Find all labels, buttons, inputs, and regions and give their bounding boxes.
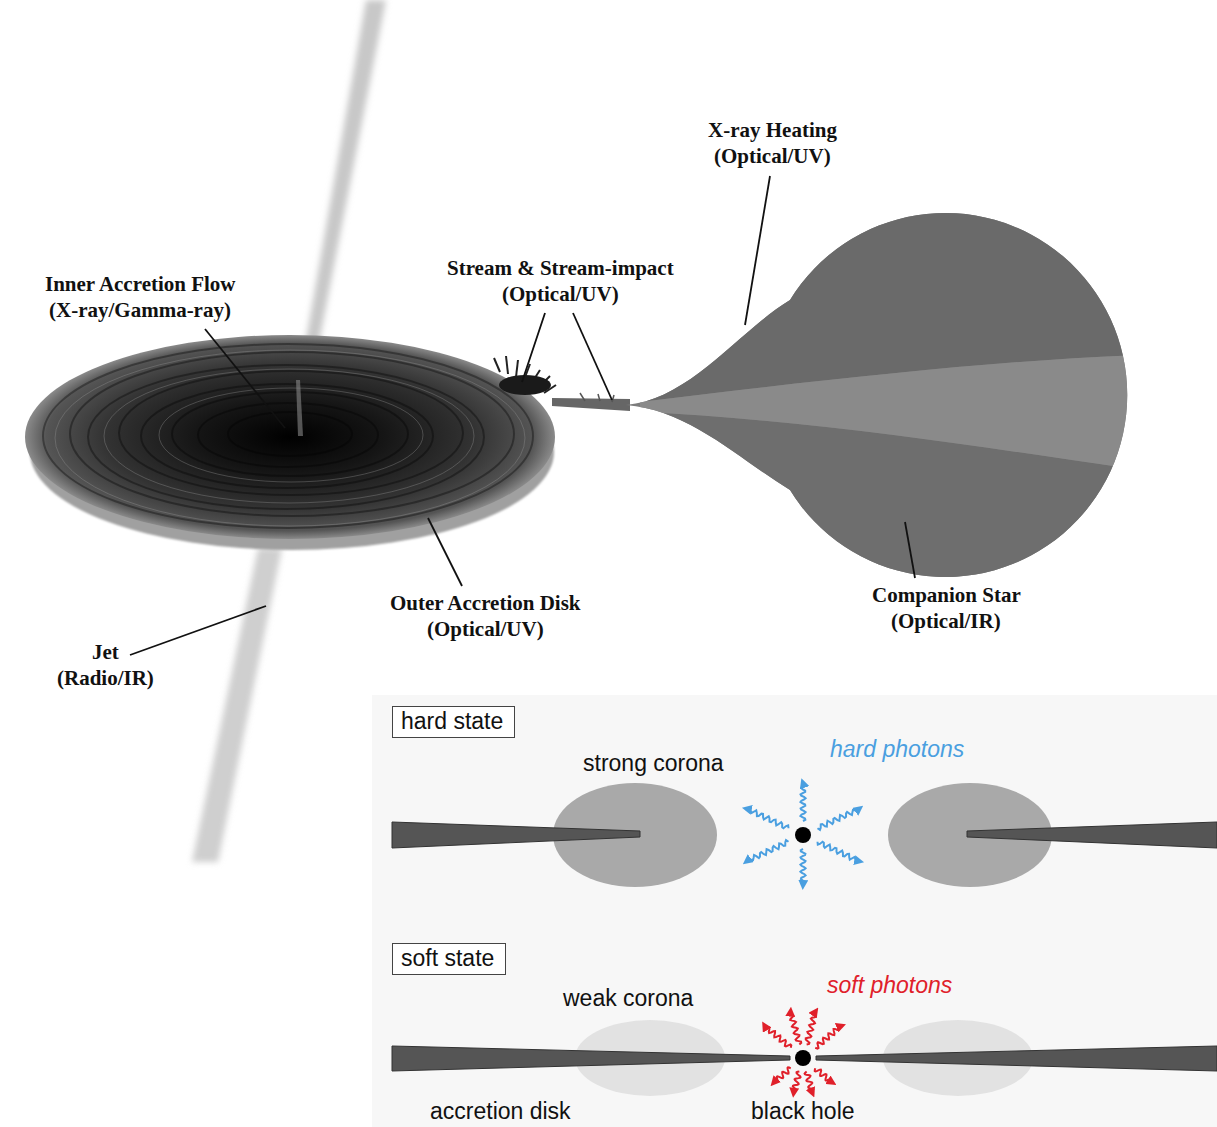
photon-arrow <box>815 1026 841 1049</box>
callout-label: Inner Accretion Flow <box>45 272 236 297</box>
star-shading <box>600 200 1140 600</box>
callout-label: X-ray Heating <box>708 118 837 143</box>
photon-arrow <box>765 1026 792 1048</box>
callout-label: hard photons <box>830 736 964 764</box>
jet-lower <box>192 548 282 862</box>
truncated-disk <box>392 822 640 848</box>
callout-label: (Optical/UV) <box>714 144 831 169</box>
callout-label: black hole <box>751 1098 855 1126</box>
callout-label: Companion Star <box>872 583 1021 608</box>
disk-swirls-light <box>55 350 525 526</box>
callout-label: Stream & Stream-impact <box>447 256 674 281</box>
state-box: hard state <box>392 706 515 738</box>
state-title: hard state <box>401 708 506 736</box>
callout-label: Outer Accretion Disk <box>390 591 581 616</box>
photon-arrow <box>790 1012 801 1045</box>
photon-arrow <box>815 1068 832 1082</box>
disk-swirls <box>43 344 533 528</box>
impact-spot <box>499 375 551 395</box>
photon-arrow <box>793 1072 801 1093</box>
photon-arrow <box>747 809 789 828</box>
black-hole <box>795 1050 811 1066</box>
photon-arrow <box>774 1067 791 1082</box>
photon-arrow <box>805 1072 814 1093</box>
state-box: soft state <box>392 943 506 975</box>
black-hole <box>795 827 811 843</box>
jet-over-disk <box>296 380 303 436</box>
photon-arrow <box>818 842 860 861</box>
leader-lines <box>130 176 915 655</box>
callout-label: (X-ray/Gamma-ray) <box>49 298 231 323</box>
state-title: soft state <box>401 945 497 973</box>
callout-label: soft photons <box>827 972 952 1000</box>
photon-arrow <box>800 783 805 821</box>
photon-arrow <box>800 849 805 885</box>
state-panel <box>372 695 1217 1127</box>
accretion-disk <box>25 335 555 539</box>
thin-disk <box>392 1046 790 1071</box>
callout-label: (Optical/UV) <box>502 282 619 307</box>
callout-label: accretion disk <box>430 1098 571 1126</box>
photon-arrow <box>818 809 860 830</box>
callout-label: strong corona <box>583 750 724 778</box>
mass-stream <box>552 398 630 411</box>
callout-label: (Radio/IR) <box>57 666 154 691</box>
soft-photon-arrows <box>765 1012 842 1093</box>
photon-arrow <box>806 1012 816 1045</box>
callout-label: (Optical/UV) <box>427 617 544 642</box>
hard-photon-arrows <box>747 783 859 885</box>
callout-label: Jet <box>92 640 119 665</box>
thin-disk <box>816 1046 1217 1071</box>
callout-label: weak corona <box>563 985 693 1013</box>
callout-label: (Optical/IR) <box>891 609 1001 634</box>
truncated-disk <box>967 822 1217 848</box>
photon-arrow <box>747 840 789 861</box>
